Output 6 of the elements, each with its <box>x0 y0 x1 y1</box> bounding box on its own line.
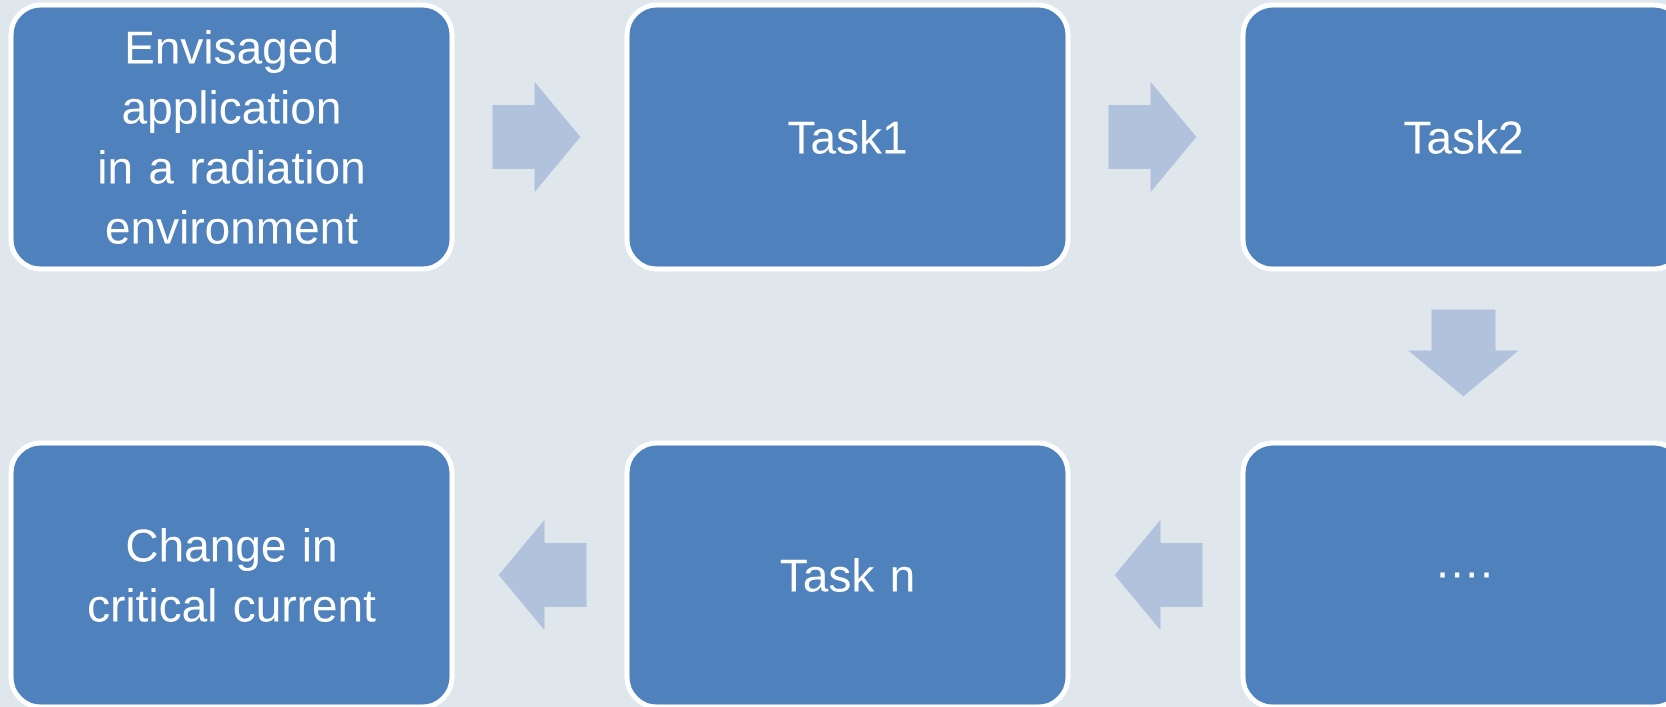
process-box: Envisaged application in a radiation environment <box>8 2 455 272</box>
process-box: Task n <box>624 440 1071 707</box>
process-box: Task2 <box>1240 2 1666 272</box>
process-box: Task1 <box>624 2 1071 272</box>
process-box: Change in critical current <box>8 440 455 707</box>
process-box: …. <box>1240 440 1666 707</box>
